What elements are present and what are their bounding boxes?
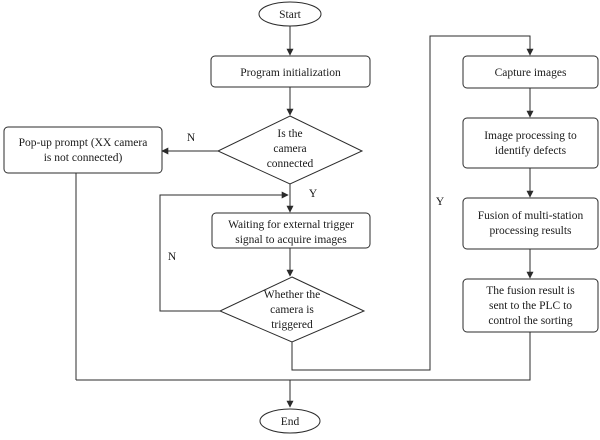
plc-sorting-line-3: control the sorting bbox=[488, 315, 573, 327]
camera-connected-decision: Is the camera connected bbox=[216, 115, 364, 185]
camera-connected-line-3: connected bbox=[267, 158, 314, 170]
edge-label-triggered-no: N bbox=[168, 251, 177, 263]
camera-triggered-line-2: camera is bbox=[270, 304, 314, 316]
wait-trigger-box: Waiting for external trigger signal to a… bbox=[211, 212, 371, 249]
start-terminal: Start bbox=[258, 1, 322, 27]
arrow-trigger-no-loop bbox=[159, 191, 289, 312]
plc-sorting-line-1: The fusion result is bbox=[486, 285, 575, 297]
camera-triggered-line-3: triggered bbox=[271, 319, 313, 331]
image-processing-line-1: Image processing to bbox=[484, 130, 577, 142]
edge-label-triggered-yes: Y bbox=[436, 196, 445, 208]
arrow-trigger-yes-to-capture bbox=[291, 35, 534, 371]
program-initialization-label: Program initialization bbox=[240, 67, 341, 79]
plc-sorting-line-2: sent to the PLC to bbox=[489, 300, 572, 312]
program-initialization-box: Program initialization bbox=[210, 55, 371, 88]
camera-connected-line-2: camera bbox=[273, 143, 306, 155]
fusion-results-line-1: Fusion of multi-station bbox=[478, 210, 584, 222]
capture-images-label: Capture images bbox=[495, 67, 567, 79]
capture-images-box: Capture images bbox=[462, 55, 599, 89]
line-plc-down bbox=[76, 332, 531, 381]
camera-connected-line-1: Is the bbox=[277, 128, 302, 140]
edge-label-connected-no: N bbox=[187, 132, 196, 144]
end-terminal: End bbox=[259, 408, 321, 434]
image-processing-box: Image processing to identify defects bbox=[462, 117, 599, 169]
popup-prompt-line-2: is not connected) bbox=[44, 152, 123, 164]
fusion-results-line-2: processing results bbox=[489, 225, 572, 237]
wait-trigger-line-1: Waiting for external trigger bbox=[228, 219, 354, 231]
popup-prompt-line-1: Pop-up prompt (XX camera bbox=[19, 137, 148, 149]
plc-sorting-box: The fusion result is sent to the PLC to … bbox=[462, 278, 599, 333]
end-label: End bbox=[281, 416, 300, 428]
popup-prompt-box: Pop-up prompt (XX camera is not connecte… bbox=[3, 126, 163, 174]
camera-triggered-line-1: Whether the bbox=[264, 289, 321, 301]
connectors bbox=[75, 26, 534, 408]
edge-label-connected-yes: Y bbox=[309, 188, 318, 200]
wait-trigger-line-2: signal to acquire images bbox=[235, 234, 347, 246]
fusion-results-box: Fusion of multi-station processing resul… bbox=[462, 197, 599, 250]
image-processing-line-2: identify defects bbox=[495, 145, 567, 157]
camera-triggered-decision: Whether the camera is triggered bbox=[218, 276, 366, 343]
start-label: Start bbox=[279, 9, 302, 21]
